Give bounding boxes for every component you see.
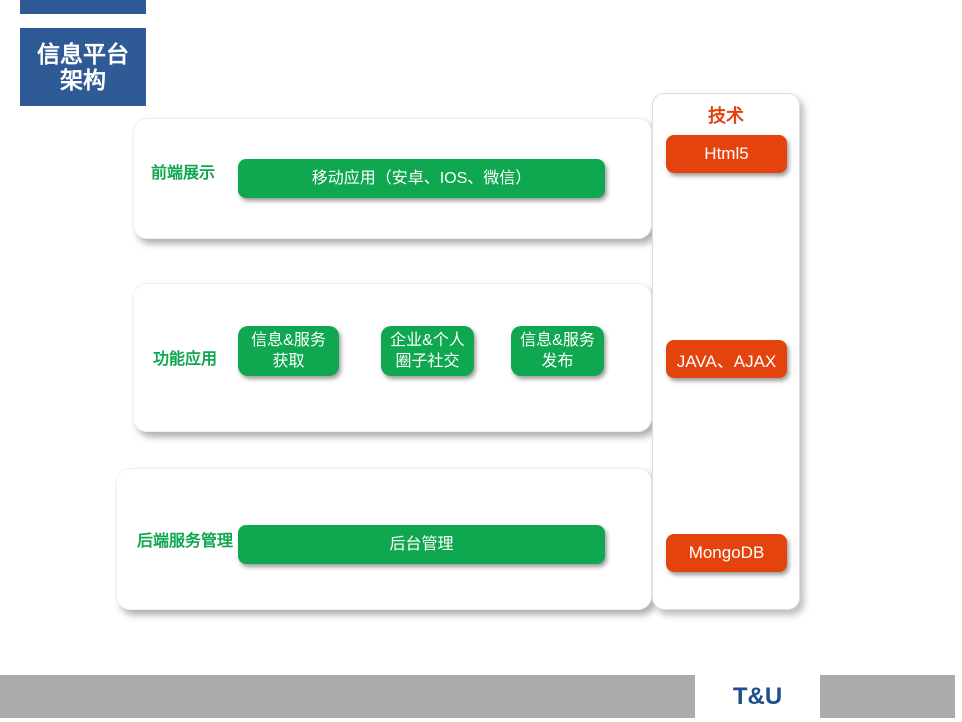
footer-bar: T&U — [0, 675, 955, 718]
info-service-publish-line1: 信息&服务 — [520, 332, 595, 349]
tech-mongodb-text: MongoDB — [688, 543, 765, 562]
social-circle-line1: 企业&个人 — [390, 332, 465, 349]
panel-technology: 技术 Html5 JAVA、AJAX MongoDB — [652, 93, 800, 610]
technology-title: 技术 — [708, 106, 744, 126]
social-circle-line2: 圈子社交 — [395, 353, 460, 370]
panel-frontend-display: 前端展示 移动应用（安卓、IOS、微信） — [133, 118, 652, 239]
panel-backend-services: 后端服务管理 后台管理 — [116, 468, 652, 610]
tech-java-ajax-text: JAVA、AJAX — [676, 351, 777, 371]
tech-java-ajax-shape: JAVA、AJAX — [666, 340, 787, 378]
admin-console-shape-text: 后台管理 — [389, 536, 454, 553]
top-accent-bar — [20, 0, 146, 14]
admin-console-shape: 后台管理 — [238, 525, 605, 564]
footer-logo-box: T&U — [695, 675, 820, 718]
panel-function-apps: 功能应用 信息&服务 获取 企业&个人 圈子社交 信息&服务 发布 — [133, 283, 652, 432]
slide-title-line2: 架构 — [60, 67, 106, 93]
info-service-publish-line2: 发布 — [541, 353, 574, 370]
tech-mongodb-shape: MongoDB — [666, 534, 787, 572]
info-service-publish-shape: 信息&服务 发布 — [511, 326, 604, 376]
info-service-acquire-line2: 获取 — [272, 353, 305, 370]
info-service-acquire-line1: 信息&服务 — [251, 332, 326, 349]
function-apps-label: 功能应用 — [153, 351, 218, 368]
mobile-app-shape: 移动应用（安卓、IOS、微信） — [238, 159, 605, 198]
footer-logo-text: T&U — [732, 682, 783, 710]
slide-title-line1: 信息平台 — [37, 41, 129, 67]
social-circle-shape: 企业&个人 圈子社交 — [381, 326, 474, 376]
slide-title-box: 信息平台 架构 — [20, 28, 146, 106]
tech-html5-text: Html5 — [704, 144, 749, 163]
mobile-app-shape-text: 移动应用（安卓、IOS、微信） — [311, 170, 532, 187]
backend-services-label: 后端服务管理 — [137, 533, 234, 550]
info-service-acquire-shape: 信息&服务 获取 — [238, 326, 339, 376]
tech-html5-shape: Html5 — [666, 135, 787, 173]
frontend-display-label: 前端展示 — [151, 165, 216, 182]
